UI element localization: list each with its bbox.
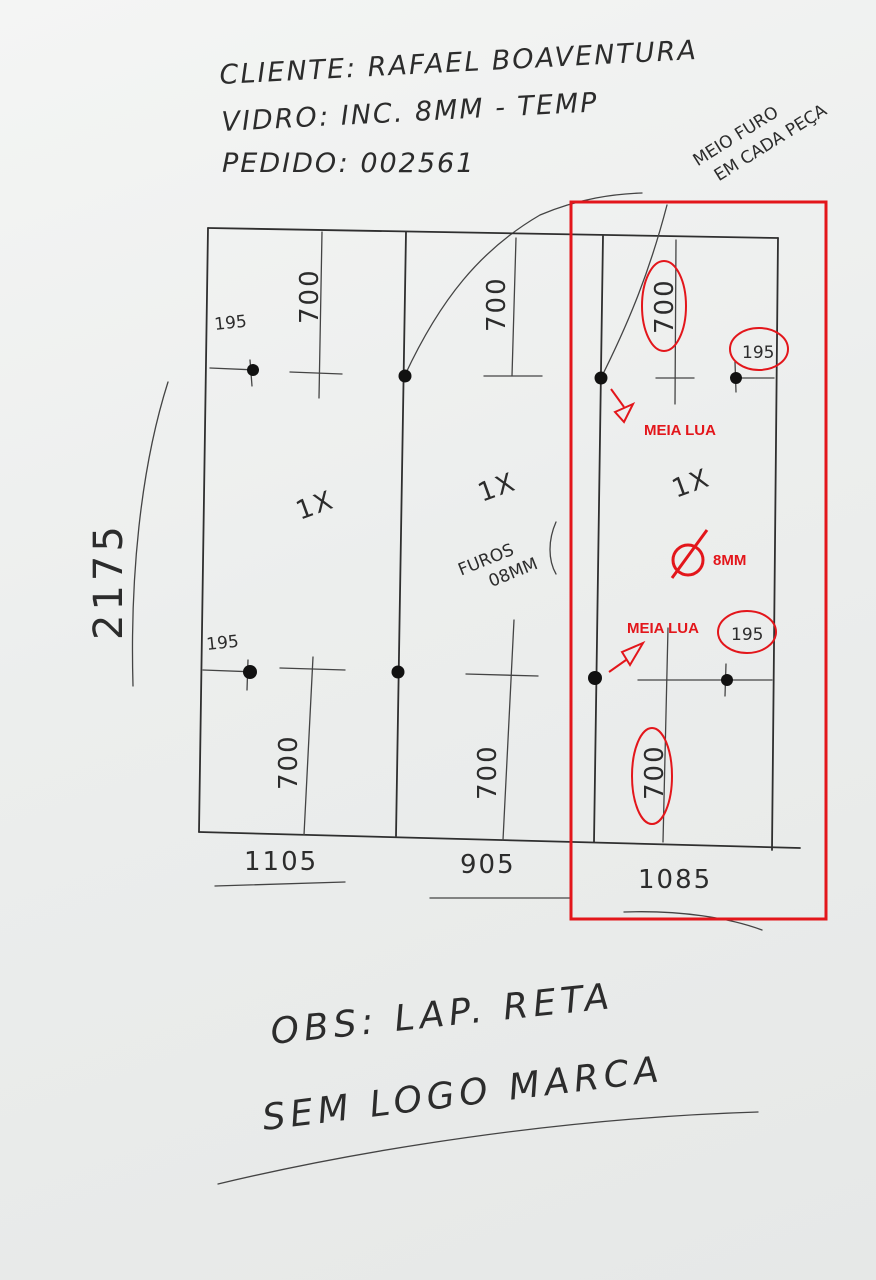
half-hole-leader-curve xyxy=(404,192,643,376)
frame-top xyxy=(207,227,779,239)
hole-height-label: 700 xyxy=(482,276,512,332)
hole-height-label: 700 xyxy=(640,744,670,800)
arrow-shaft xyxy=(608,659,627,673)
hole-marker xyxy=(730,372,742,384)
panel-2: 700 700 1X FUROS 08MM xyxy=(391,237,557,841)
obs-line-2: SEM LOGO MARCA xyxy=(260,1049,666,1139)
red-annotations: MEIA LUA MEIA LUA 8MM xyxy=(569,200,828,921)
hole-marker xyxy=(594,371,608,385)
half-hole-note: MEIO FURO EM CADA PEÇA xyxy=(690,100,831,185)
observations: OBS: LAP. RETA SEM LOGO MARCA xyxy=(217,976,759,1185)
diameter-symbol-slash xyxy=(670,529,709,579)
highlight-box xyxy=(569,200,828,921)
width-label-1: 1105 xyxy=(244,847,318,877)
hole-offset-label: 195 xyxy=(731,625,763,645)
half-hole-leader xyxy=(600,204,668,379)
order-header: CLIENTE: RAFAEL BOAVENTURA VIDRO: INC. 8… xyxy=(219,35,699,179)
hole-marker xyxy=(247,364,259,376)
holes-note: FUROS 08MM xyxy=(455,540,540,592)
hole-height-label: 700 xyxy=(473,744,503,800)
hole-marker xyxy=(243,665,257,679)
meia-lua-label-top: MEIA LUA xyxy=(644,422,716,439)
hole-height-label: 700 xyxy=(274,734,304,790)
diameter-label: 8MM xyxy=(713,552,746,569)
meia-lua-label-bottom: MEIA LUA xyxy=(627,620,699,637)
hole-height-label: 700 xyxy=(650,278,680,334)
hole-marker xyxy=(588,671,602,685)
client-name: CLIENTE: RAFAEL BOAVENTURA xyxy=(219,35,699,91)
panel-divider-1 xyxy=(395,231,407,837)
highlight-ellipse xyxy=(729,327,789,371)
arrow-shaft xyxy=(610,388,625,408)
panel-1: 195 195 700 700 1X xyxy=(202,231,346,836)
glass-layout-frame xyxy=(198,227,801,851)
panel-quantity: 1X xyxy=(668,463,714,504)
width-label-3: 1085 xyxy=(638,865,712,895)
hole-height-label: 700 xyxy=(295,268,325,324)
hole-offset-label: 195 xyxy=(213,312,247,335)
width-label-2: 905 xyxy=(460,850,516,880)
frame-bottom xyxy=(198,831,801,849)
hole-marker xyxy=(398,369,412,383)
arrow-head xyxy=(620,640,646,667)
width-dimensions: 1105 905 1085 xyxy=(214,847,763,931)
obs-line-1: OBS: LAP. RETA xyxy=(269,976,616,1053)
hole-marker xyxy=(391,665,405,679)
panel-3: 700 700 195 195 1X xyxy=(588,204,775,843)
hole-offset-label: 195 xyxy=(205,632,239,655)
arrow-head xyxy=(613,401,636,424)
panel-quantity: 1X xyxy=(292,485,338,526)
hole-marker xyxy=(721,674,733,686)
panel-quantity: 1X xyxy=(474,467,520,508)
highlight-ellipse xyxy=(717,610,777,654)
panel-divider-2 xyxy=(593,235,604,843)
glass-type: VIDRO: INC. 8MM - TEMP xyxy=(221,87,600,138)
order-number: PEDIDO: 002561 xyxy=(222,148,475,179)
highlight-ellipse xyxy=(641,260,687,352)
frame-left xyxy=(198,227,209,833)
frame-right xyxy=(771,237,779,851)
height-label: 2175 xyxy=(86,522,132,640)
height-dimension: 2175 xyxy=(86,381,169,687)
diameter-symbol xyxy=(671,543,705,577)
diameter-mark xyxy=(549,521,557,575)
hole-offset-label: 195 xyxy=(742,343,774,363)
highlight-ellipse xyxy=(631,727,673,825)
